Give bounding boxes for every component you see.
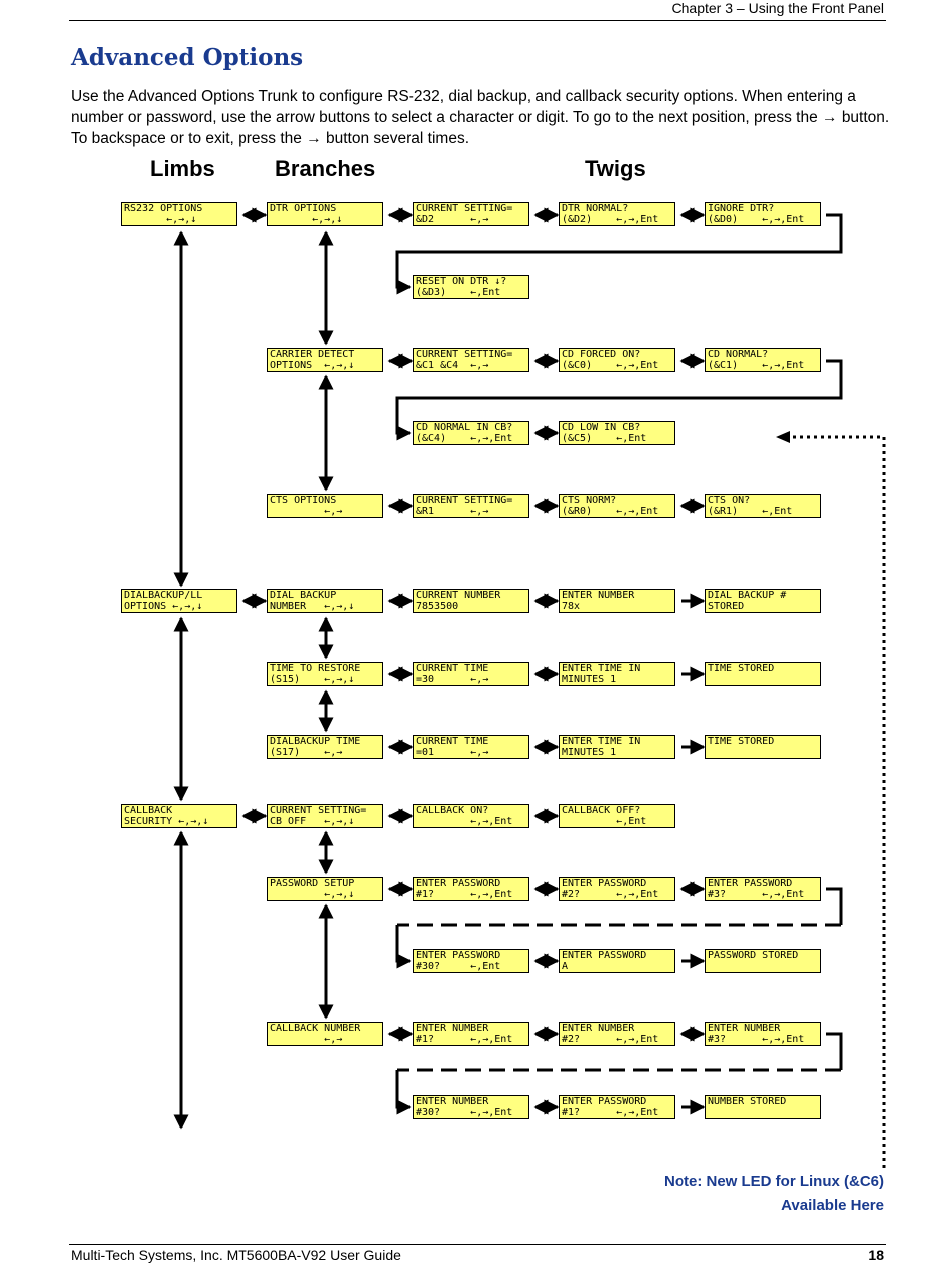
menu-box-enter-password-1: ENTER PASSWORD#1? ←,→,Ent <box>413 877 529 901</box>
menu-box-dialbackup-time: DIALBACKUP TIME(S17) ←,→ <box>267 735 383 759</box>
menu-box-cd-normal: CD NORMAL?(&C1) ←,→,Ent <box>705 348 821 372</box>
intro-paragraph: Use the Advanced Options Trunk to config… <box>71 88 890 147</box>
menu-box-rs232-options: RS232 OPTIONS ←,→,↓ <box>121 202 237 226</box>
menu-box-cd-current-setting: CURRENT SETTING=&C1 &C4 ←,→ <box>413 348 529 372</box>
menu-box-restore-current-time: CURRENT TIME=30 ←,→ <box>413 662 529 686</box>
menu-box-cd-forced-on: CD FORCED ON?(&C0) ←,→,Ent <box>559 348 675 372</box>
menu-box-cts-options: CTS OPTIONS ←,→ <box>267 494 383 518</box>
menu-box-enter-number-3: ENTER NUMBER#3? ←,→,Ent <box>705 1022 821 1046</box>
linux-led-note: Note: New LED for Linux (&C6) Available … <box>664 1170 884 1218</box>
menu-box-restore-time-stored: TIME STORED <box>705 662 821 686</box>
menu-box-cd-normal-in-cb: CD NORMAL IN CB?(&C4) ←,→,Ent <box>413 421 529 445</box>
menu-box-cts-current-setting: CURRENT SETTING=&R1 ←,→ <box>413 494 529 518</box>
menu-box-ignore-dtr: IGNORE DTR?(&D0) ←,→,Ent <box>705 202 821 226</box>
menu-box-callback-number: CALLBACK NUMBER ←,→ <box>267 1022 383 1046</box>
menu-box-dtr-current-setting: CURRENT SETTING=&D2 ←,→ <box>413 202 529 226</box>
menu-box-dialbackup-current-time: CURRENT TIME=01 ←,→ <box>413 735 529 759</box>
page-title: Advanced Options <box>71 44 304 71</box>
menu-box-callback-current-setting: CURRENT SETTING=CB OFF ←,→,↓ <box>267 804 383 828</box>
column-heading-limbs: Limbs <box>150 156 215 181</box>
menu-box-enter-password-3: ENTER PASSWORD#3? ←,→,Ent <box>705 877 821 901</box>
menu-box-password-setup: PASSWORD SETUP ←,→,↓ <box>267 877 383 901</box>
menu-box-callback-off: CALLBACK OFF? ←,Ent <box>559 804 675 828</box>
header-rule <box>69 20 886 21</box>
menu-box-cd-low-in-cb: CD LOW IN CB?(&C5) ←,Ent <box>559 421 675 445</box>
menu-box-enter-number-30: ENTER NUMBER#30? ←,→,Ent <box>413 1095 529 1119</box>
menu-box-password-stored: PASSWORD STORED <box>705 949 821 973</box>
chapter-header: Chapter 3 – Using the Front Panel <box>671 0 884 16</box>
footer-rule <box>69 1244 886 1245</box>
menu-box-enter-password-2: ENTER PASSWORD#2? ←,→,Ent <box>559 877 675 901</box>
menu-box-cts-norm: CTS NORM?(&R0) ←,→,Ent <box>559 494 675 518</box>
menu-box-dial-backup-stored: DIAL BACKUP #STORED <box>705 589 821 613</box>
page-number: 18 <box>868 1247 884 1263</box>
menu-box-time-to-restore: TIME TO RESTORE(S15) ←,→,↓ <box>267 662 383 686</box>
menu-box-dtr-normal: DTR NORMAL?(&D2) ←,→,Ent <box>559 202 675 226</box>
menu-box-enter-number-1: ENTER NUMBER#1? ←,→,Ent <box>413 1022 529 1046</box>
menu-box-number-stored: NUMBER STORED <box>705 1095 821 1119</box>
menu-box-dtr-options: DTR OPTIONS ←,→,↓ <box>267 202 383 226</box>
menu-box-callback-on: CALLBACK ON? ←,→,Ent <box>413 804 529 828</box>
column-heading-twigs: Twigs <box>585 156 646 181</box>
menu-box-dialbackup-time-stored: TIME STORED <box>705 735 821 759</box>
menu-box-reset-on-dtr: RESET ON DTR ↓?(&D3) ←,Ent <box>413 275 529 299</box>
menu-box-enter-number-2: ENTER NUMBER#2? ←,→,Ent <box>559 1022 675 1046</box>
menu-box-enter-password-30: ENTER PASSWORD#30? ←,Ent <box>413 949 529 973</box>
footer-title: Multi-Tech Systems, Inc. MT5600BA-V92 Us… <box>71 1247 401 1263</box>
note-line-2: Available Here <box>781 1197 884 1214</box>
menu-box-cts-on: CTS ON?(&R1) ←,Ent <box>705 494 821 518</box>
column-heading-branches: Branches <box>275 156 376 181</box>
menu-box-callback-enter-password-1: ENTER PASSWORD#1? ←,→,Ent <box>559 1095 675 1119</box>
note-line-1: Note: New LED for Linux (&C6) <box>664 1173 884 1190</box>
